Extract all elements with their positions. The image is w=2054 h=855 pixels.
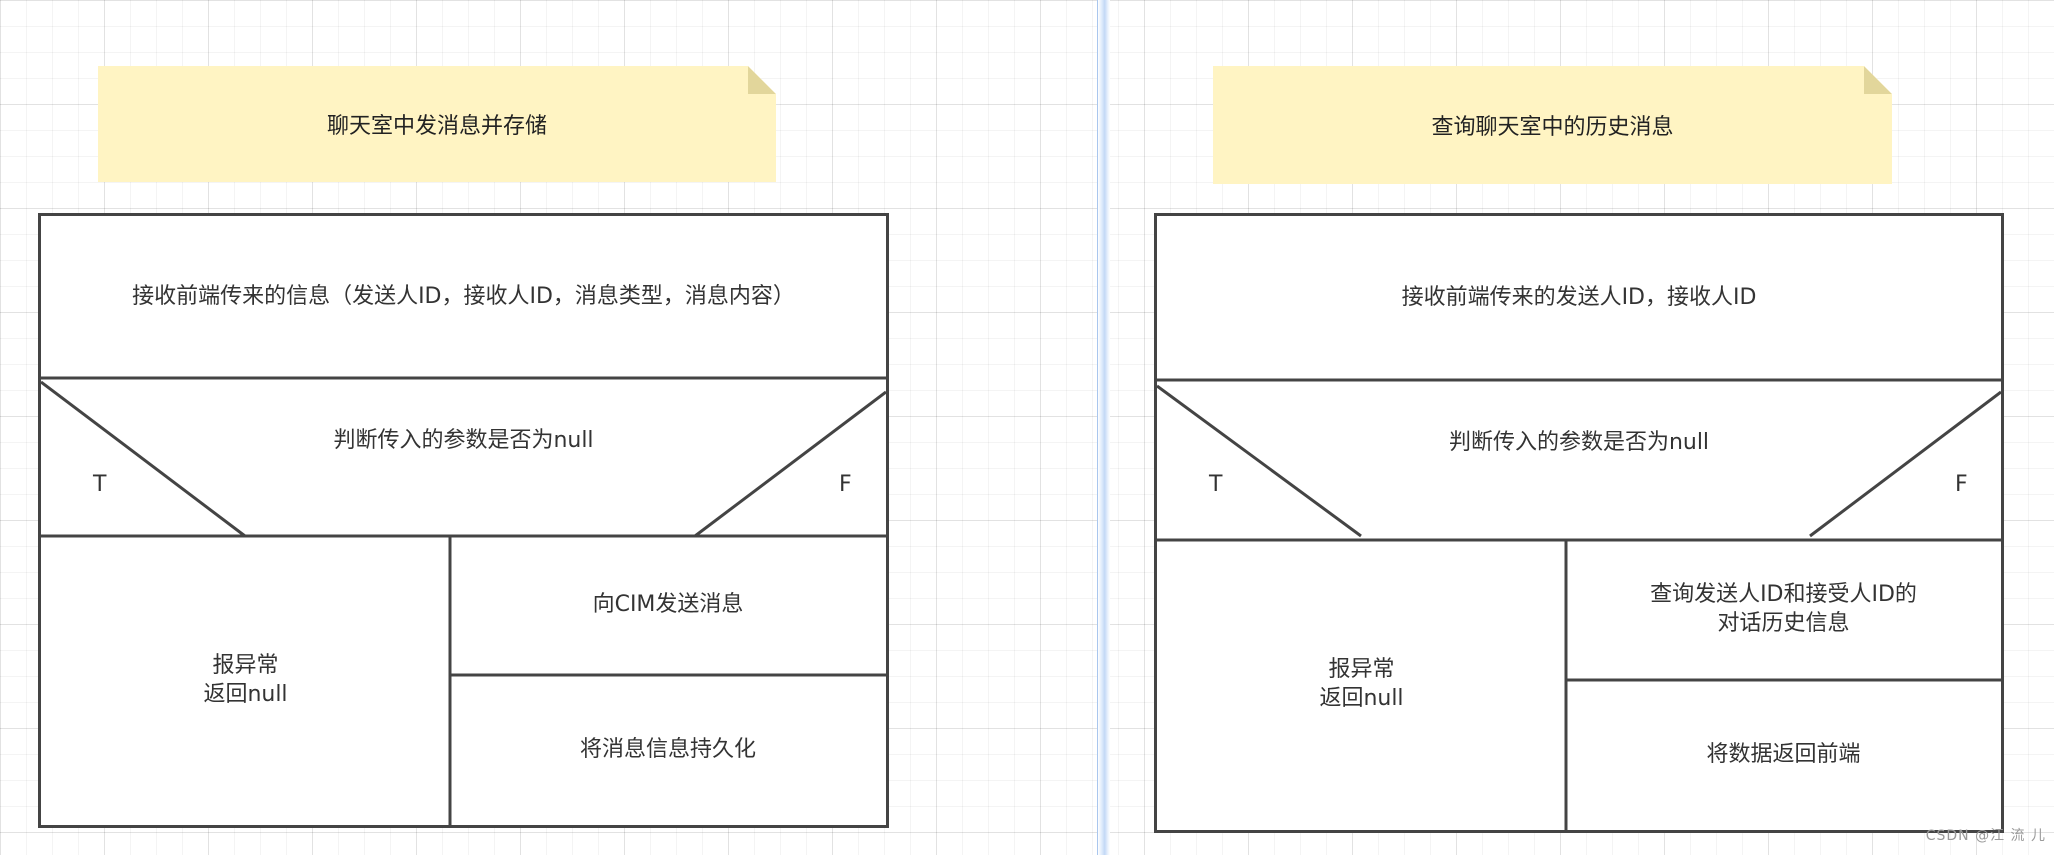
left-false-diagonal <box>694 390 886 538</box>
canvas-divider <box>1097 0 1110 855</box>
right-false-step-2: 将数据返回前端 <box>1706 741 1861 767</box>
left-title-text: 聊天室中发消息并存储 <box>326 114 547 139</box>
left-condition-label: 判断传入的参数是否为null <box>333 427 594 453</box>
left-nassi-shneiderman-chart[interactable]: 接收前端传来的信息（发送人ID，接收人ID，消息类型，消息内容） 判断传入的参数… <box>38 213 889 828</box>
note-fold-icon <box>748 66 776 94</box>
left-chart-lines <box>41 376 886 825</box>
note-fold-icon <box>1864 66 1892 94</box>
left-false-label: F <box>839 472 852 497</box>
right-title-note[interactable]: 查询聊天室中的历史消息 <box>1213 66 1892 184</box>
right-false-label: F <box>1955 472 1968 497</box>
left-title-note[interactable]: 聊天室中发消息并存储 <box>98 66 776 182</box>
right-input-step: 接收前端传来的发送人ID，接收人ID <box>1401 284 1757 310</box>
right-true-branch-step: 报异常 返回null <box>1319 657 1404 711</box>
right-chart-lines <box>1157 378 2001 830</box>
right-false-step-1: 查询发送人ID和接受人ID的 对话历史信息 <box>1650 582 1917 636</box>
left-input-step: 接收前端传来的信息（发送人ID，接收人ID，消息类型，消息内容） <box>132 283 795 309</box>
right-title-text: 查询聊天室中的历史消息 <box>1431 115 1674 140</box>
watermark: CSDN @江 流 儿 <box>1925 828 2046 844</box>
left-true-label: T <box>93 472 107 497</box>
right-true-label: T <box>1209 472 1223 497</box>
left-true-branch-step: 报异常 返回null <box>203 652 288 707</box>
right-false-diagonal <box>1809 390 2001 538</box>
right-condition-label: 判断传入的参数是否为null <box>1448 429 1710 455</box>
left-false-step-1: 向CIM发送消息 <box>592 592 744 618</box>
right-nassi-shneiderman-chart[interactable]: 接收前端传来的发送人ID，接收人ID 判断传入的参数是否为null T F 报异… <box>1154 213 2004 833</box>
right-true-diagonal <box>1157 384 1362 538</box>
left-false-step-2: 将消息信息持久化 <box>579 736 756 762</box>
left-true-diagonal <box>41 380 246 538</box>
